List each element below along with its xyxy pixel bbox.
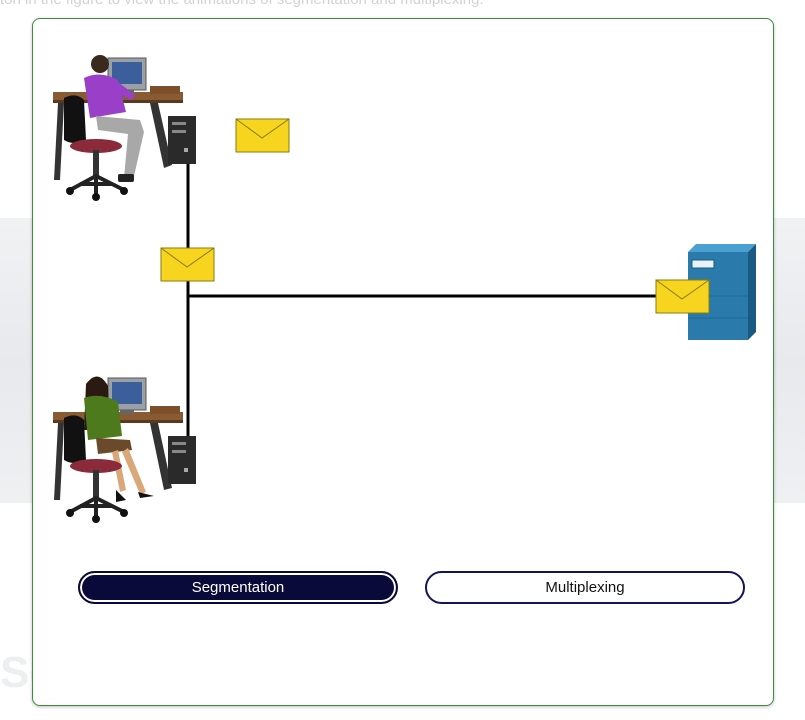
segmentation-button[interactable]: Segmentation xyxy=(78,571,398,604)
intro-text: ton in the figure to view the animations… xyxy=(0,0,805,8)
envelope-icon xyxy=(160,247,215,282)
envelope-icon xyxy=(655,279,710,314)
multiplexing-button[interactable]: Multiplexing xyxy=(425,571,745,604)
workstation-man-icon xyxy=(53,55,196,201)
envelope-icon xyxy=(235,118,290,153)
workstation-woman-icon xyxy=(53,376,196,523)
network-links xyxy=(186,162,660,440)
